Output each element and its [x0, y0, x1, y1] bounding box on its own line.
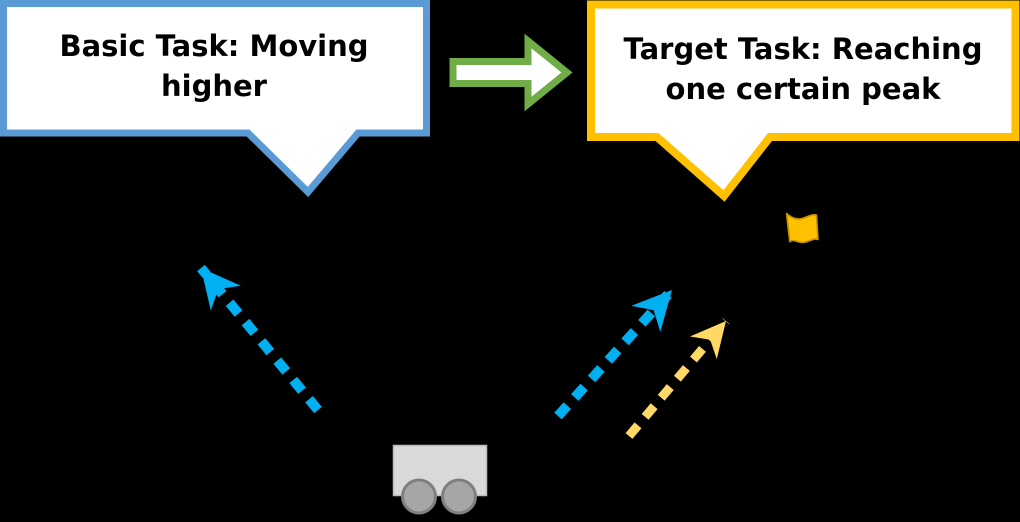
target-callout-line2: one certain peak: [665, 72, 941, 106]
basic-callout-bubble: [0, 0, 430, 198]
goal-flag-icon: [785, 212, 819, 244]
target-callout-bubble: [587, 0, 1020, 202]
policy-arrows-layer: [197, 264, 730, 439]
transferred-policy-arrow: [554, 286, 676, 420]
basic-policy-arrow: [197, 264, 322, 414]
cart: [392, 444, 488, 515]
transfer-arrow-icon: [449, 33, 573, 112]
target-callout-line1: Target Task: Reaching: [623, 31, 983, 66]
basic-callout-line2: higher: [161, 69, 267, 103]
target-policy-arrow: [625, 318, 730, 439]
basic-callout-text: Basic Task: Moving higher: [8, 10, 420, 122]
cart-wheel-right: [441, 478, 477, 515]
cart-wheel-left: [401, 478, 437, 515]
basic-callout-line1: Basic Task: Moving: [59, 28, 369, 63]
target-callout-text: Target Task: Reaching one certain peak: [596, 12, 1010, 126]
